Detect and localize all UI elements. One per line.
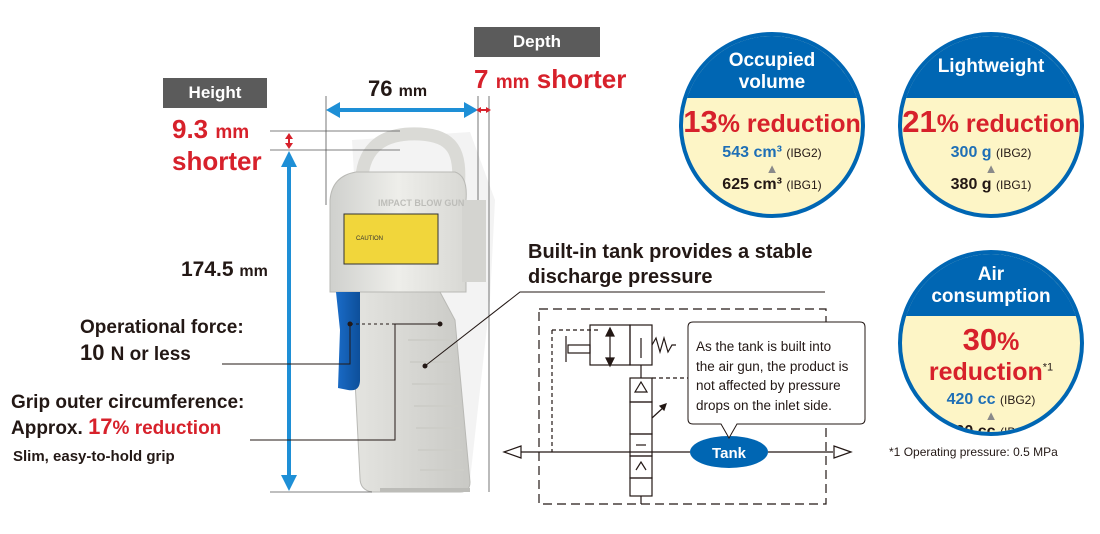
footnote-ref: *1 xyxy=(1042,361,1054,374)
footnote: *1 Operating pressure: 0.5 MPa xyxy=(889,445,1058,459)
callout-line: not affected by pressure xyxy=(696,378,841,393)
height-total: 174.5 mm xyxy=(181,258,268,282)
tank-callout-text: As the tank is built into the air gun, t… xyxy=(696,337,861,415)
grip-pct-rest: % reduction xyxy=(112,418,222,439)
depth-reduction-unit: mm xyxy=(495,72,530,93)
operational-force-label: Operational force: xyxy=(80,317,244,338)
up-arrow-icon: ▲ xyxy=(984,408,998,423)
width-value: 76 xyxy=(368,76,393,101)
callout-line: drops on the inlet side. xyxy=(696,397,832,413)
air-consumption-pct: 30% reduction*1 xyxy=(928,322,1054,386)
operational-force-value-line: 10 N or less xyxy=(80,340,191,368)
height-total-value: 174.5 xyxy=(181,258,234,281)
height-reduction-unit: mm xyxy=(215,122,250,143)
caution-label xyxy=(343,213,439,265)
grip-value-line: Approx. 17% reduction xyxy=(11,414,221,442)
operational-force-rest: N or less xyxy=(110,344,191,365)
occupied-volume-new: 543 cm³ (IBG2) xyxy=(722,144,822,161)
grip-pct: 17 xyxy=(88,414,113,439)
depth-tag: Depth xyxy=(474,27,600,57)
tank-symbol xyxy=(690,436,768,468)
depth-reduction-word: shorter xyxy=(536,64,627,94)
width-dimension: 76 mm xyxy=(368,76,427,102)
nozzle xyxy=(462,200,486,282)
depth-reduction-value: 7 xyxy=(474,64,489,94)
grip-subtitle: Slim, easy-to-hold grip xyxy=(13,448,175,465)
occupied-volume-title-line1: Occupied xyxy=(728,50,816,71)
air-consumption-circle: Air consumption 30% reduction*1 420 cc (… xyxy=(898,250,1084,436)
lightweight-circle: Lightweight 21% reduction 300 g (IBG2) ▲… xyxy=(898,32,1084,218)
height-reduction-word: shorter xyxy=(172,146,262,176)
tank-callout-box xyxy=(687,321,866,440)
footnote-mark: *1 xyxy=(889,445,901,459)
lightweight-new: 300 g (IBG2) xyxy=(950,144,1032,161)
width-unit: mm xyxy=(398,83,428,100)
lightweight-pct: 21% reduction xyxy=(902,104,1080,139)
callout-line: As the tank is built into xyxy=(696,339,832,354)
callout-line: the air gun, the product is xyxy=(696,358,849,374)
occupied-volume-old: 625 cm³ (IBG1) xyxy=(722,176,822,193)
grip-label: Grip outer circumference: xyxy=(11,392,245,413)
force-leader xyxy=(222,324,351,365)
air-consumption-new: 420 cc (IBG2) xyxy=(946,391,1036,408)
height-tag: Height xyxy=(163,78,267,108)
brand-emboss: IMPACT BLOW GUN xyxy=(378,198,464,208)
operational-force-value: 10 xyxy=(80,340,105,365)
top-loop xyxy=(355,127,466,196)
up-arrow-icon: ▲ xyxy=(765,161,779,176)
height-reduction: 9.3 mm xyxy=(172,114,249,148)
air-consumption-title-line2: consumption xyxy=(931,286,1051,307)
tank-section-title: Built-in tank provides a stable discharg… xyxy=(528,240,813,290)
occupied-volume-circle: Occupied volume 13% reduction 543 cm³ (I… xyxy=(679,32,865,218)
caution-label-text: CAUTION xyxy=(356,236,383,242)
grip-approx: Approx. xyxy=(11,418,83,439)
tank-title-line1: Built-in tank provides a stable xyxy=(528,241,813,263)
height-total-unit: mm xyxy=(239,263,268,280)
trigger xyxy=(336,292,360,391)
tank-label: Tank xyxy=(712,445,747,462)
grip xyxy=(345,291,471,493)
depth-reduction: 7 mm shorter xyxy=(474,62,626,100)
up-arrow-icon: ▲ xyxy=(984,161,998,176)
air-consumption-title-line1: Air xyxy=(977,264,1005,285)
height-reduction-value: 9.3 xyxy=(172,114,209,144)
grip-ribs xyxy=(408,339,464,471)
footnote-text: Operating pressure: 0.5 MPa xyxy=(903,445,1058,459)
lightweight-old: 380 g (IBG1) xyxy=(950,176,1032,193)
occupied-volume-pct: 13% reduction xyxy=(683,104,861,139)
tank-leader xyxy=(424,291,825,367)
tank-title-line2: discharge pressure xyxy=(528,266,713,288)
occupied-volume-title-line2: volume xyxy=(738,72,806,93)
